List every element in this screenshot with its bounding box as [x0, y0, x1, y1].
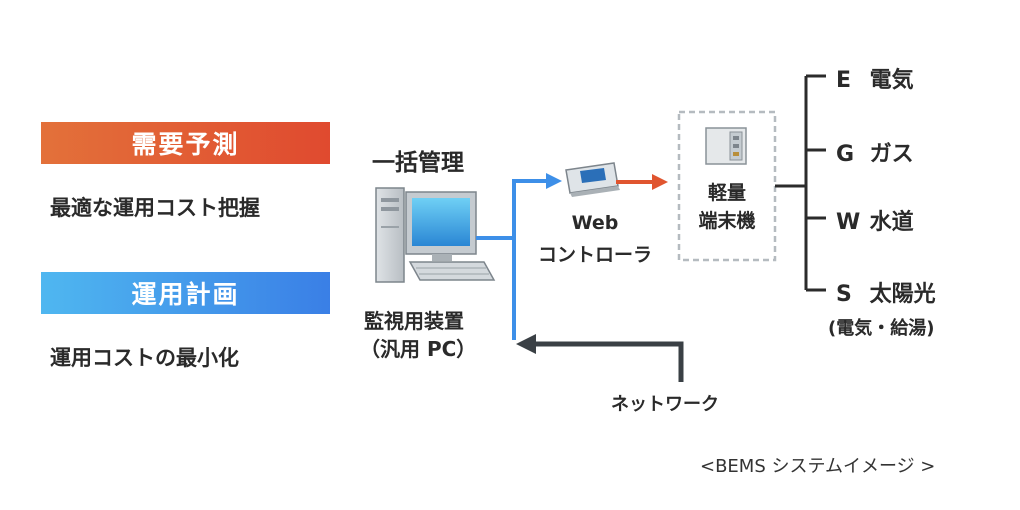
pc-label-line1: 監視用装置 — [364, 309, 464, 333]
branch-electricity: E 電気 — [836, 62, 914, 94]
caption: <BEMS システムイメージ > — [700, 456, 936, 477]
orange-arrow — [616, 174, 668, 190]
operation-plan-label: 運用計画 — [131, 280, 240, 309]
branch-code: E — [836, 68, 852, 93]
terminal-label-line1: 軽量 — [707, 182, 746, 204]
branch-water: W 水道 — [836, 204, 914, 236]
branch-connector — [775, 74, 826, 292]
operation-plan-description: 運用コストの最小化 — [50, 346, 239, 370]
web-controller-label-line1: Web — [571, 212, 619, 234]
branch-code: W — [836, 210, 861, 235]
operation-plan-badge: 運用計画 — [41, 272, 330, 314]
branch-solar: S 太陽光 — [836, 276, 936, 308]
terminal-label-line2: 端末機 — [698, 210, 756, 232]
bulk-management-title: 一括管理 — [372, 150, 464, 176]
demand-forecast-badge: 需要予測 — [41, 122, 330, 164]
branch-label: 水道 — [869, 210, 914, 235]
branch-gas: G ガス — [836, 136, 914, 168]
branch-label: ガス — [869, 142, 914, 167]
web-controller-icon — [565, 162, 620, 197]
network-arrow — [516, 334, 684, 382]
branch-label: 太陽光 — [869, 282, 936, 307]
branch-code: G — [836, 142, 855, 167]
solar-note: (電気・給湯) — [828, 318, 935, 339]
pc-icon — [375, 187, 496, 283]
blue-connection-arrow — [476, 173, 562, 340]
branch-code: S — [836, 282, 852, 307]
web-controller-label-line2: コントローラ — [537, 244, 652, 266]
demand-forecast-label: 需要予測 — [131, 130, 240, 159]
branch-label: 電気 — [869, 68, 914, 93]
network-label: ネットワーク — [611, 394, 719, 415]
demand-forecast-description: 最適な運用コスト把握 — [50, 196, 260, 220]
terminal-icon — [705, 127, 747, 165]
pc-label-line2: （汎用 PC） — [360, 337, 477, 361]
